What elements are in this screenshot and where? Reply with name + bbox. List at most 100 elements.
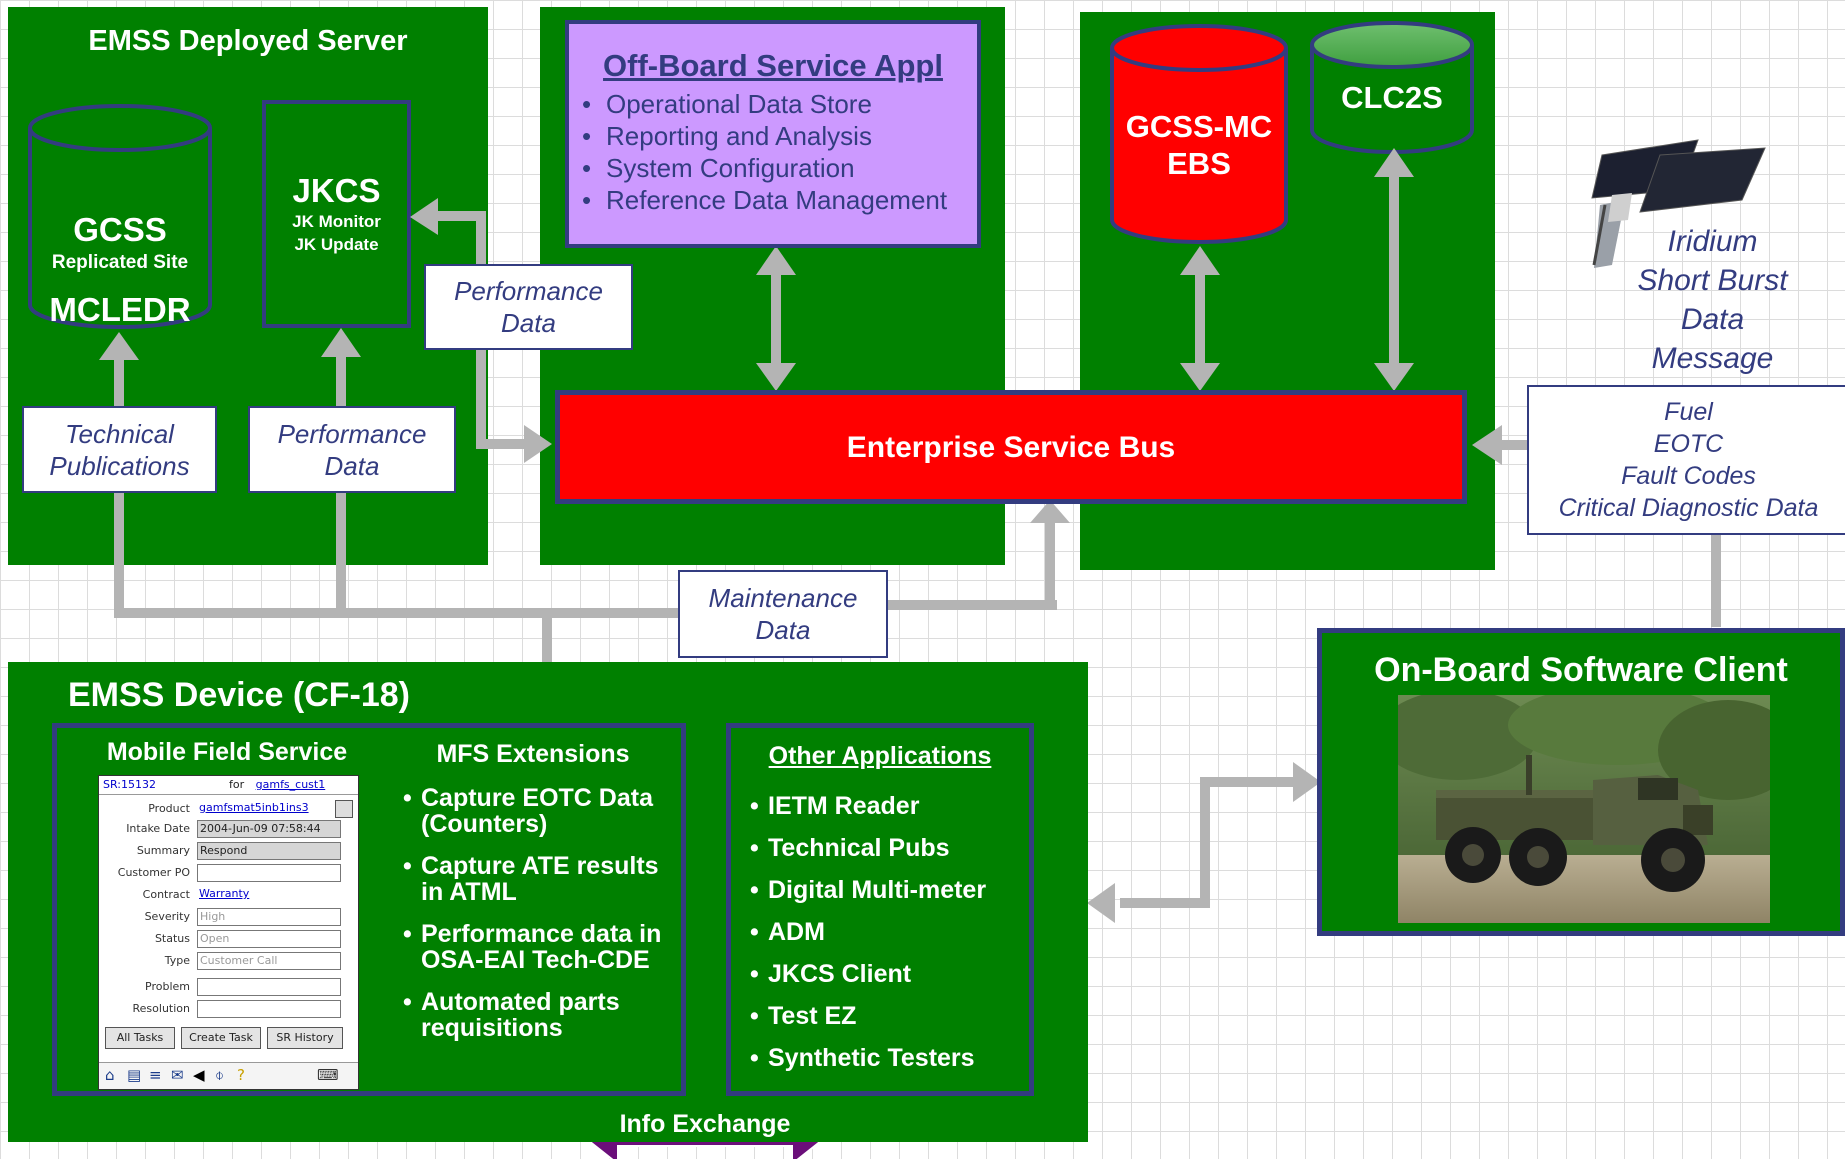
pda-value[interactable]	[197, 978, 341, 996]
gcss-mc-ebs-cylinder	[1110, 24, 1288, 244]
other-app-item: Digital Multi-meter	[750, 869, 986, 911]
other-app-item: Test EZ	[750, 995, 986, 1037]
pda-row-customer-po[interactable]: Customer PO	[99, 864, 358, 884]
gcss-mc-ebs-label: GCSS-MC EBS	[1125, 109, 1273, 181]
pda-lookup-icon[interactable]	[335, 800, 353, 818]
other-app-item: IETM Reader	[750, 785, 986, 827]
satellite-icon	[1591, 139, 1766, 268]
all-tasks-button[interactable]: All Tasks	[105, 1027, 175, 1049]
pda-label: Type	[164, 954, 190, 967]
create-task-button[interactable]: Create Task	[181, 1027, 261, 1049]
help-icon[interactable]: ?	[237, 1066, 245, 1084]
pda-row-product[interactable]: Product gamfsmat5inb1ins3	[99, 800, 358, 820]
pda-value[interactable]: Respond	[197, 842, 341, 860]
start-icon[interactable]: ⌂	[105, 1066, 115, 1084]
other-app-item: Synthetic Testers	[750, 1037, 986, 1079]
pda-for-label: for	[229, 778, 245, 791]
truck-photo	[1398, 695, 1770, 923]
pda-header-line	[99, 794, 358, 795]
other-app-item: Technical Pubs	[750, 827, 986, 869]
technical-publications-label: Technical Publications	[22, 406, 217, 493]
clc2s-label: CLC2S	[1341, 80, 1443, 115]
pda-label: Intake Date	[126, 822, 190, 835]
jkcs-title: JKCS	[292, 172, 381, 209]
offboard-item: Reference Data Management	[582, 184, 947, 216]
offboard-service-title: Off-Board Service Appl	[603, 48, 943, 83]
pda-sr-number: SR:15132	[103, 778, 156, 791]
pda-row-status[interactable]: Status Open	[99, 930, 358, 950]
gcss-mcledr-subtitle: Replicated Site	[51, 252, 189, 273]
diagnostic-data-label: Fuel EOTC Fault Codes Critical Diagnosti…	[1527, 385, 1845, 535]
calendar-icon[interactable]: ▤	[127, 1066, 142, 1084]
pda-value[interactable]: 2004-Jun-09 07:58:44	[197, 820, 341, 838]
pda-row-summary[interactable]: Summary Respond	[99, 842, 358, 862]
offboard-item: Reporting and Analysis	[582, 120, 947, 152]
pda-row-resolution[interactable]: Resolution	[99, 1000, 358, 1020]
offboard-item: Operational Data Store	[582, 88, 947, 120]
list-icon[interactable]: ≡	[149, 1066, 162, 1084]
extension-item: Performance data in OSA-EAI Tech-CDE	[403, 921, 673, 973]
extension-item: Capture EOTC Data (Counters)	[403, 785, 673, 837]
info-exchange-label: Info Exchange	[619, 1110, 791, 1138]
pda-for-value: gamfs_cust1	[255, 778, 326, 791]
mfs-extensions-title: MFS Extensions	[436, 740, 630, 768]
pda-value[interactable]: Customer Call	[197, 952, 341, 970]
pda-value[interactable]	[197, 1000, 341, 1018]
pda-label: Product	[148, 802, 190, 815]
pda-screen: SR:15132 for gamfs_cust1 Product gamfsma…	[98, 775, 359, 1090]
pda-row-problem[interactable]: Problem	[99, 978, 358, 998]
pda-row-type[interactable]: Type Customer Call	[99, 952, 358, 972]
pda-label: Contract	[142, 888, 190, 901]
arrow-group	[99, 148, 1721, 923]
pda-value[interactable]: gamfsmat5inb1ins3	[197, 800, 341, 818]
keyboard-icon[interactable]: ⌨	[317, 1066, 339, 1084]
pda-row-contract[interactable]: Contract Warranty	[99, 886, 358, 906]
pda-value[interactable]: Warranty	[197, 886, 341, 904]
pda-for: for gamfs_cust1	[229, 778, 325, 791]
extension-item: Capture ATE results in ATML	[403, 853, 673, 905]
pda-label: Summary	[136, 844, 190, 857]
pda-value[interactable]	[197, 864, 341, 882]
iridium-label: Iridium Short Burst Data Message	[1637, 225, 1788, 375]
pda-value[interactable]: High	[197, 908, 341, 926]
pda-label: Resolution	[132, 1002, 190, 1015]
other-app-item: JKCS Client	[750, 953, 986, 995]
mfs-title: Mobile Field Service	[106, 738, 348, 766]
network-icon[interactable]: ⌽	[215, 1066, 225, 1084]
pda-label: Severity	[144, 910, 190, 923]
enterprise-service-bus: Enterprise Service Bus	[555, 390, 1467, 504]
pda-row-severity[interactable]: Severity High	[99, 908, 358, 928]
extension-item: Automated parts requisitions	[403, 989, 673, 1041]
sr-history-button[interactable]: SR History	[267, 1027, 343, 1049]
back-icon[interactable]: ◀	[193, 1066, 205, 1084]
jkcs-performance-data-label: Performance Data	[248, 406, 456, 493]
emss-device-title: EMSS Device (CF-18)	[68, 676, 410, 714]
mfs-extensions-list: Capture EOTC Data (Counters) Capture ATE…	[403, 785, 673, 1041]
esb-label: Enterprise Service Bus	[846, 431, 1176, 464]
offboard-service-box: Off-Board Service Appl Operational Data …	[565, 20, 981, 248]
gcss-mcledr-cylinder	[28, 104, 212, 329]
pda-value[interactable]: Open	[197, 930, 341, 948]
onboard-client-title: On-Board Software Client	[1374, 651, 1788, 689]
jkcs-monitor: JK Monitor	[292, 212, 381, 231]
gcss-line2: MCLEDR	[49, 291, 191, 328]
jkcs-box	[262, 100, 411, 328]
pda-button-bar: All Tasks Create Task SR History	[99, 1027, 358, 1051]
deployed-server-title: EMSS Deployed Server	[88, 25, 408, 57]
pda-row-intake-date[interactable]: Intake Date 2004-Jun-09 07:58:44	[99, 820, 358, 840]
other-apps-title: Other Applications	[768, 742, 992, 770]
other-apps-list: IETM Reader Technical Pubs Digital Multi…	[750, 785, 986, 1079]
pda-label: Customer PO	[117, 866, 190, 879]
mail-icon[interactable]: ✉	[171, 1066, 184, 1084]
clc2s-cylinder	[1310, 21, 1474, 154]
pda-taskbar: ⌂ ▤ ≡ ✉ ◀ ⌽ ? ⌨	[99, 1062, 358, 1089]
performance-data-label: Performance Data	[424, 264, 633, 350]
pda-header: SR:15132	[103, 778, 156, 791]
maintenance-data-label: Maintenance Data	[678, 570, 888, 658]
pda-label: Status	[154, 932, 190, 945]
offboard-service-list: Operational Data Store Reporting and Ana…	[582, 88, 947, 216]
gcss-line1: GCSS	[73, 211, 167, 248]
jkcs-update: JK Update	[294, 235, 379, 254]
gcss-mcledr-title: GCSS MCLEDR	[30, 170, 210, 330]
